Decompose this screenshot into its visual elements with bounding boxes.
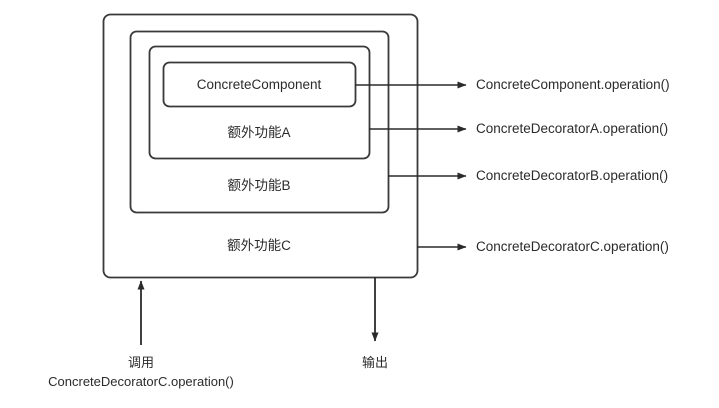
right-label-decorator-c-operation: ConcreteDecoratorC.operation() [476,238,669,254]
box-decorator-c [102,13,419,279]
input-label-line1: 调用 [127,355,155,370]
right-label-decorator-a-operation: ConcreteDecoratorA.operation() [476,120,669,136]
box-label-concrete-component: ConcreteComponent [196,76,322,92]
box-label-decorator-b: 额外功能B [227,177,291,193]
box-label-decorator-a: 额外功能A [227,124,291,140]
output-label: 输出 [361,355,389,370]
right-label-decorator-b-operation: ConcreteDecoratorB.operation() [476,167,669,183]
box-label-decorator-c: 额外功能C [227,237,291,253]
right-label-concrete-component-operation: ConcreteComponent.operation() [476,76,670,92]
box-decorator-a [148,45,371,160]
box-decorator-b [129,30,390,214]
input-label-line2: ConcreteDecoratorC.operation() [48,374,234,389]
